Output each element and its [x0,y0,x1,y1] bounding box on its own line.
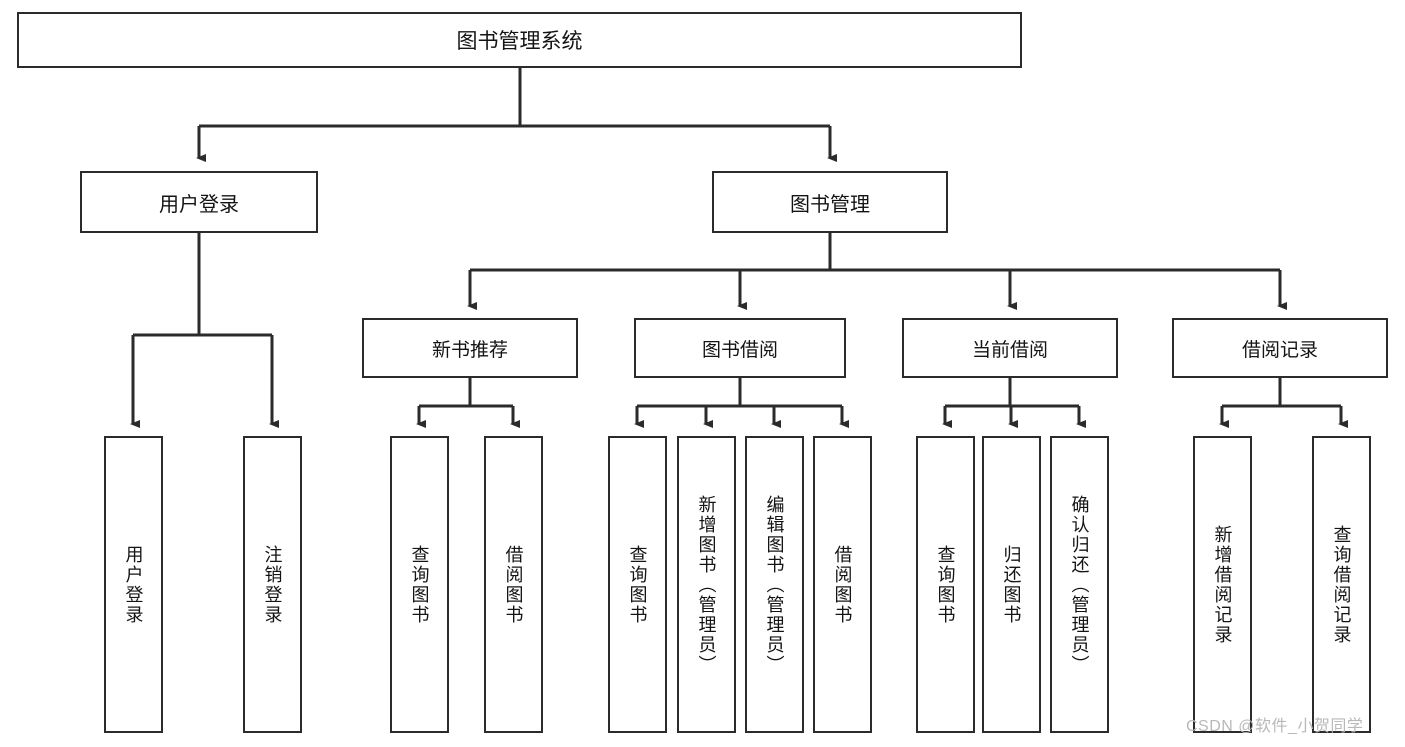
leaf-borrow-query-book[interactable]: 查询图书 [608,436,667,733]
leaf-borrow-add-book[interactable]: 新增图书（管理员） [677,436,736,733]
node-book-borrow-label: 图书借阅 [701,339,778,361]
leaf-user-login-label: 用户登录 [123,544,144,625]
leaf-recommend-borrow-book[interactable]: 借阅图书 [484,436,543,733]
leaf-recommend-query-book[interactable]: 查询图书 [390,436,449,733]
leaf-current-return-book-label: 归还图书 [1001,544,1022,625]
node-user-login[interactable]: 用户登录 [80,171,318,233]
node-book-borrow[interactable]: 图书借阅 [634,318,846,378]
leaf-current-confirm-return-label: 确认归还（管理员） [1069,494,1090,675]
node-book-manage[interactable]: 图书管理 [712,171,948,233]
leaf-borrow-borrow-book-label: 借阅图书 [832,544,853,625]
leaf-current-return-book[interactable]: 归还图书 [982,436,1041,733]
leaf-borrow-edit-book[interactable]: 编辑图书（管理员） [745,436,804,733]
leaf-current-query-book-label: 查询图书 [935,544,956,625]
watermark: CSDN @软件_小贺同学 [1186,718,1364,735]
leaf-borrow-borrow-book[interactable]: 借阅图书 [813,436,872,733]
leaf-borrow-query-book-label: 查询图书 [627,544,648,625]
node-current-borrow[interactable]: 当前借阅 [902,318,1118,378]
leaf-user-login[interactable]: 用户登录 [104,436,163,733]
node-book-manage-label: 图书管理 [790,193,870,216]
node-root[interactable]: 图书管理系统 [17,12,1022,68]
node-new-book-recommend-label: 新书推荐 [431,339,508,361]
leaf-borrow-add-book-label: 新增图书（管理员） [696,494,717,675]
leaf-current-query-book[interactable]: 查询图书 [916,436,975,733]
leaf-record-query-label: 查询借阅记录 [1331,524,1352,645]
node-borrow-record[interactable]: 借阅记录 [1172,318,1388,378]
leaf-user-logout[interactable]: 注销登录 [243,436,302,733]
leaf-record-add[interactable]: 新增借阅记录 [1193,436,1252,733]
leaf-borrow-edit-book-label: 编辑图书（管理员） [764,494,785,675]
node-current-borrow-label: 当前借阅 [971,339,1048,361]
leaf-recommend-query-book-label: 查询图书 [409,544,430,625]
node-user-login-label: 用户登录 [159,193,239,216]
node-root-label: 图书管理系统 [456,30,583,53]
node-new-book-recommend[interactable]: 新书推荐 [362,318,578,378]
leaf-record-query[interactable]: 查询借阅记录 [1312,436,1371,733]
leaf-user-logout-label: 注销登录 [262,544,283,625]
leaf-record-add-label: 新增借阅记录 [1212,524,1233,645]
leaf-current-confirm-return[interactable]: 确认归还（管理员） [1050,436,1109,733]
leaf-recommend-borrow-book-label: 借阅图书 [503,544,524,625]
node-borrow-record-label: 借阅记录 [1241,339,1318,361]
